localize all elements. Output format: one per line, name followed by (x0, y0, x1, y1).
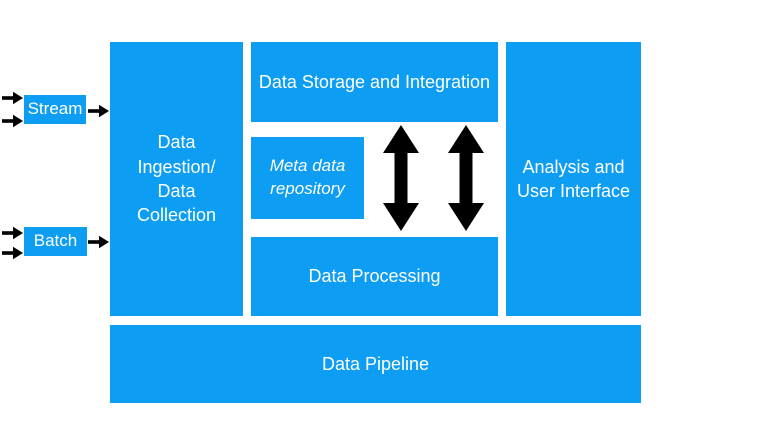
stream-input-arrow-top-icon (2, 91, 23, 105)
stream-input-arrow-bottom-icon (2, 114, 23, 128)
batch-input-arrow-top-icon (2, 226, 23, 240)
storage-processing-double-arrow-right-icon (448, 125, 484, 231)
node-meta-data-repository: Meta data repository (251, 137, 364, 219)
node-analysis-user-interface: Analysis and User Interface (506, 42, 641, 316)
node-stream: Stream (24, 95, 86, 124)
batch-to-ingestion-arrow-icon (88, 235, 109, 249)
stream-to-ingestion-arrow-icon (88, 104, 109, 118)
storage-processing-double-arrow-left-icon (383, 125, 419, 231)
node-data-processing: Data Processing (251, 237, 498, 316)
batch-input-arrow-bottom-icon (2, 246, 23, 260)
node-data-storage-integration: Data Storage and Integration (251, 42, 498, 122)
node-data-pipeline: Data Pipeline (110, 325, 641, 403)
node-data-ingestion: Data Ingestion/ Data Collection (110, 42, 243, 316)
node-batch: Batch (24, 227, 87, 256)
